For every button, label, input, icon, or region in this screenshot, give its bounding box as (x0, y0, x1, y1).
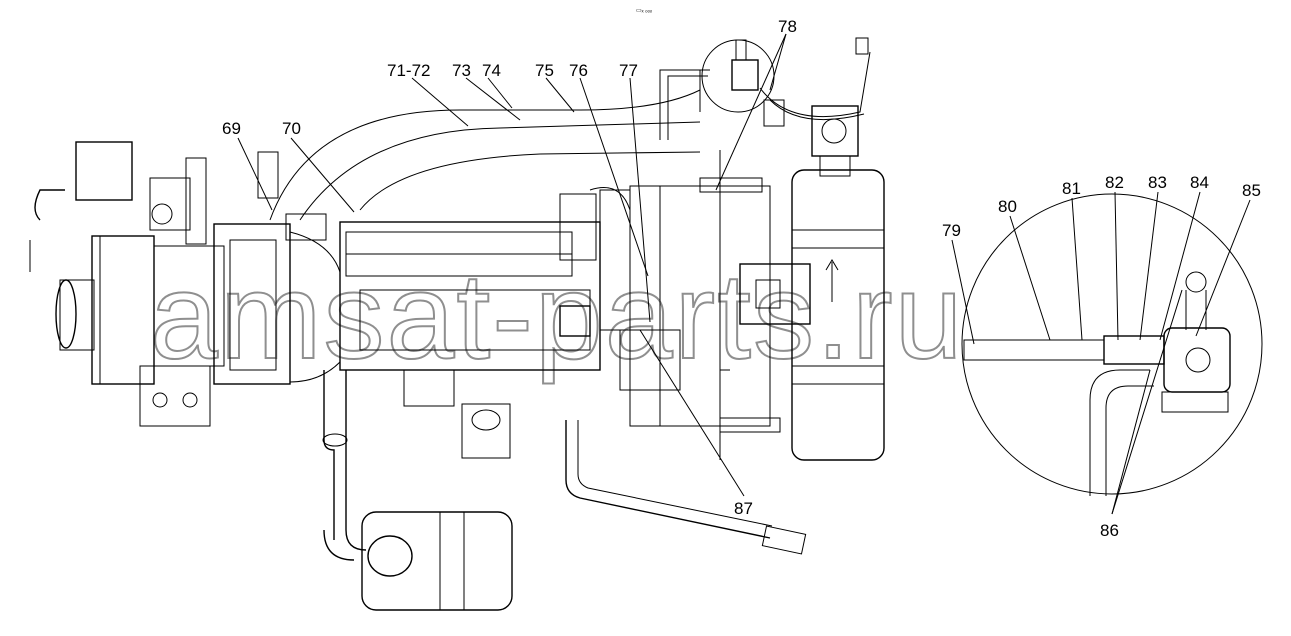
drain-pipe (565, 420, 807, 555)
label-76: 76 (569, 61, 588, 80)
label-78: 78 (778, 17, 797, 36)
label-81: 81 (1062, 179, 1081, 198)
top-pipes (269, 51, 871, 221)
engine-block (339, 187, 631, 371)
label-69: 69 (222, 119, 241, 138)
turbocharger-assembly (213, 213, 341, 385)
label-74: 74 (482, 61, 501, 80)
leader-lines (237, 33, 1251, 515)
label-70: 70 (282, 119, 301, 138)
detail-view-circle (961, 193, 1263, 496)
exhaust-elbow (403, 369, 511, 459)
label-73: 73 (452, 61, 471, 80)
label-71-72: 71-72 (387, 61, 430, 80)
label-84: 84 (1190, 173, 1209, 192)
air-filter (361, 511, 513, 611)
air-intake-pipe (322, 370, 367, 561)
muffler (791, 105, 885, 461)
transmission-housing (29, 141, 279, 427)
label-77: 77 (619, 61, 638, 80)
label-79: 79 (942, 221, 961, 240)
valve-block-fitting (701, 37, 869, 127)
label-80: 80 (998, 197, 1017, 216)
part-labels: 69 70 71-72 73 74 75 76 77 78 79 80 81 8… (222, 17, 1261, 540)
label-85: 85 (1242, 181, 1261, 200)
header-mark: ▭ₓ ₒₒₒ (636, 8, 653, 14)
watermark: amsat-parts.ru (150, 248, 964, 384)
label-86: 86 (1100, 521, 1119, 540)
label-87: 87 (734, 499, 753, 518)
label-75: 75 (535, 61, 554, 80)
label-82: 82 (1105, 173, 1124, 192)
label-83: 83 (1148, 173, 1167, 192)
